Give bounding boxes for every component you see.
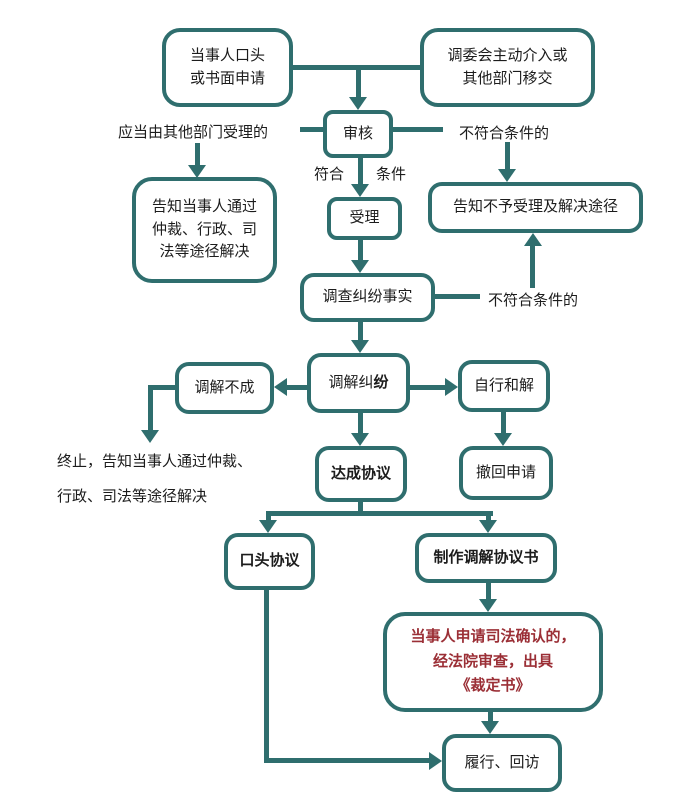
connector-notqualified-dash (393, 127, 443, 132)
connector-mediate-self (410, 385, 447, 390)
node-mediate-dispute: 调解纠纷 (307, 353, 410, 413)
label-not-qualified-mid: 不符合条件的 (488, 292, 579, 309)
connector-agreement-stem (358, 500, 363, 516)
connector-top-vertical (356, 65, 361, 98)
arrowhead-to-perform (481, 721, 499, 734)
node-investigate-facts: 调查纠纷事实 (300, 273, 435, 322)
connector-judicial-perform (488, 712, 493, 723)
label-terminate-line2: 行政、司法等途径解决 (57, 488, 208, 505)
connector-review-accept (358, 158, 363, 186)
connector-branch-right-down (486, 511, 491, 522)
arrowhead-to-review (349, 97, 367, 110)
connector-written-judicial (486, 583, 491, 601)
arrowhead-to-judicial (479, 599, 497, 612)
node-accept: 受理 (327, 197, 402, 240)
connector-notqualified-down (505, 142, 510, 171)
connector-investigate-right (435, 294, 480, 299)
connector-fail-left (148, 385, 177, 390)
node-mediation-failed: 调解不成 (175, 362, 274, 414)
arrowhead-to-mediation-failed (274, 378, 287, 396)
connector-otherdept-down (195, 143, 200, 167)
node-party-application: 当事人口头 或书面申请 (162, 28, 293, 107)
arrowhead-to-terminate-text (141, 430, 159, 443)
arrowhead-to-written-agreement (479, 520, 497, 533)
node-written-agreement: 制作调解协议书 (415, 533, 557, 583)
label-condition: 条件 (376, 166, 407, 183)
connector-oral-down (264, 590, 269, 763)
arrowhead-to-mediate (351, 340, 369, 353)
connector-accept-investigate (358, 240, 363, 262)
connector-agreement-branch (266, 511, 493, 516)
node-perform-followup: 履行、回访 (442, 734, 562, 792)
connector-self-withdraw (501, 412, 506, 435)
label-not-qualified-top: 不符合条件的 (459, 125, 550, 142)
connector-fail-down (148, 385, 153, 430)
node-oral-agreement: 口头协议 (224, 533, 315, 590)
node-reject-notice: 告知不予受理及解决途径 (428, 182, 643, 233)
connector-investigate-mediate (358, 322, 363, 342)
arrowhead-to-investigate (351, 260, 369, 273)
label-comply: 符合 (314, 166, 345, 183)
node-agreement-reached: 达成协议 (315, 446, 407, 502)
arrowhead-to-agreement (351, 433, 369, 446)
label-other-dept: 应当由其他部门受理的 (118, 124, 269, 141)
arrowhead-to-reject-notice (498, 169, 516, 182)
connector-oral-right (264, 758, 429, 763)
node-withdraw-application: 撤回申请 (459, 446, 553, 500)
mediate-label: 调解纠纷 (328, 373, 389, 391)
arrowhead-to-self-settlement (445, 378, 458, 396)
node-review: 审核 (323, 110, 393, 158)
arrowhead-to-reject-notice-bottom (524, 233, 542, 246)
label-terminate-line1: 终止，告知当事人通过仲裁、 (57, 453, 253, 470)
arrowhead-to-perform-left (429, 752, 442, 770)
node-inform-other-channels: 告知当事人通过 仲裁、行政、司 法等途径解决 (132, 177, 277, 283)
connector-otherdept-dash (300, 127, 323, 132)
connector-branch-left-down (266, 511, 271, 522)
arrowhead-to-inform-party (188, 165, 206, 178)
arrowhead-to-accept (351, 184, 369, 197)
arrowhead-to-withdraw (494, 433, 512, 446)
arrowhead-to-oral-agreement (259, 520, 277, 533)
connector-mediate-agreement (358, 413, 363, 435)
node-committee-referral: 调委会主动介入或 其他部门移交 (420, 28, 595, 107)
node-self-settlement: 自行和解 (458, 360, 550, 412)
connector-mediate-fail (285, 385, 307, 390)
node-judicial-confirmation: 当事人申请司法确认的， 经法院审查，出具 《裁定书》 (383, 612, 603, 712)
connector-notqualified-up (530, 246, 535, 288)
